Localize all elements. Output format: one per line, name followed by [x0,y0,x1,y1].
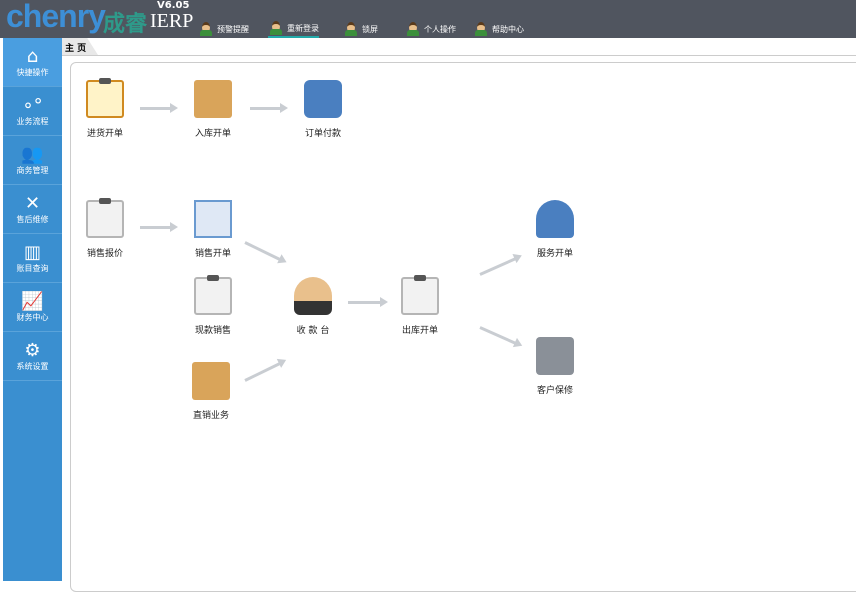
home-icon: ⌂ [26,45,39,67]
menu-relogin[interactable]: 重新登录 [268,20,319,38]
node-label: 入库开单 [194,129,231,139]
flow-arrow [140,222,178,232]
node-label: 直销业务 [192,411,229,421]
version: V6.05 [157,0,190,11]
menu-label: 预警提醒 [217,24,249,34]
node-label: 服务开单 [536,249,573,259]
stock-out-icon [401,275,439,315]
gear-icon: ⚙ [24,339,41,361]
menu-help[interactable]: 帮助中心 [473,20,524,38]
sidebar-item-service[interactable]: ✕售后维修 [3,185,62,234]
node-order-payment[interactable]: 订单付款 [288,80,358,139]
user-icon [198,22,214,36]
node-label: 销售开单 [194,249,231,259]
node-label: 出库开单 [401,326,438,336]
node-label: 客户保修 [536,386,573,396]
tools-icon: ✕ [24,192,41,214]
node-purchase-order[interactable]: 进货开单 [70,78,140,139]
money-icon [304,80,342,118]
sidebar-item-business[interactable]: 👥商务管理 [3,136,62,185]
user-icon [343,22,359,36]
node-checkout[interactable]: 收 款 台 [278,277,348,336]
node-customer-warranty[interactable]: 客户保修 [520,337,590,396]
menu-personal[interactable]: 个人操作 [405,20,456,38]
menu-label: 个人操作 [424,24,456,34]
finance-chart-icon: 📈 [21,290,44,312]
cashier-icon [294,277,332,315]
sidebar: ⌂快捷操作 ∘°业务流程 👥商务管理 ✕售后维修 ▥账目查询 📈财务中心 ⚙系统… [3,38,62,581]
sidebar-label: 账目查询 [16,263,49,273]
node-stock-out[interactable]: 出库开单 [385,275,455,336]
sidebar-item-ledger[interactable]: ▥账目查询 [3,234,62,283]
cash-clipboard-icon [194,275,232,315]
sidebar-label: 商务管理 [16,165,49,175]
user-icon [405,22,421,36]
clipboard-icon [86,78,124,118]
service-person-icon [536,200,574,238]
user-icon [268,21,284,35]
menu-alerts[interactable]: 预警提醒 [198,20,249,38]
tab-divider [62,55,856,56]
user-icon [473,22,489,36]
sidebar-label: 财务中心 [16,312,49,322]
sidebar-item-quick[interactable]: ⌂快捷操作 [3,38,62,87]
quote-clipboard-icon [86,198,124,238]
flow-arrow [250,103,288,113]
warranty-device-icon [536,337,574,375]
flow-icon: ∘° [22,94,43,116]
logo: chenry [6,0,106,34]
box-in-icon [194,80,232,118]
sidebar-item-settings[interactable]: ⚙系统设置 [3,332,62,381]
node-label: 收 款 台 [296,326,330,336]
flow-arrow [140,103,178,113]
node-label: 进货开单 [86,129,123,139]
tab-home[interactable]: 主 页 [62,38,98,55]
node-sales-quote[interactable]: 销售报价 [70,198,140,259]
menu-label: 帮助中心 [492,24,524,34]
node-direct-sale[interactable]: 直销业务 [176,362,246,421]
menu-lock[interactable]: 锁屏 [343,20,378,38]
users-icon: 👥 [21,143,44,165]
sidebar-label: 系统设置 [16,361,49,371]
sidebar-item-finance[interactable]: 📈财务中心 [3,283,62,332]
node-stock-in[interactable]: 入库开单 [178,80,248,139]
sidebar-label: 售后维修 [16,214,49,224]
ledger-chart-icon: ▥ [23,241,41,263]
sidebar-label: 业务流程 [16,116,49,126]
logo-cn: 成睿 [103,12,148,37]
node-label: 销售报价 [86,249,123,259]
node-service-order[interactable]: 服务开单 [520,200,590,259]
flow-arrow [348,297,388,307]
node-sales-order[interactable]: 销售开单 [178,200,248,259]
product-name: IERP [150,10,194,32]
node-cash-sale[interactable]: 现款销售 [178,275,248,336]
menu-label: 重新登录 [287,23,319,33]
sidebar-label: 快捷操作 [16,67,49,77]
box-icon [192,362,230,400]
sidebar-item-flow[interactable]: ∘°业务流程 [3,87,62,136]
header: chenry 成睿 IERP V6.05 预警提醒 重新登录 锁屏 个人操作 帮… [0,0,856,38]
node-label: 订单付款 [304,129,341,139]
menu-label: 锁屏 [362,24,378,34]
node-label: 现款销售 [194,326,231,336]
document-icon [194,200,232,238]
